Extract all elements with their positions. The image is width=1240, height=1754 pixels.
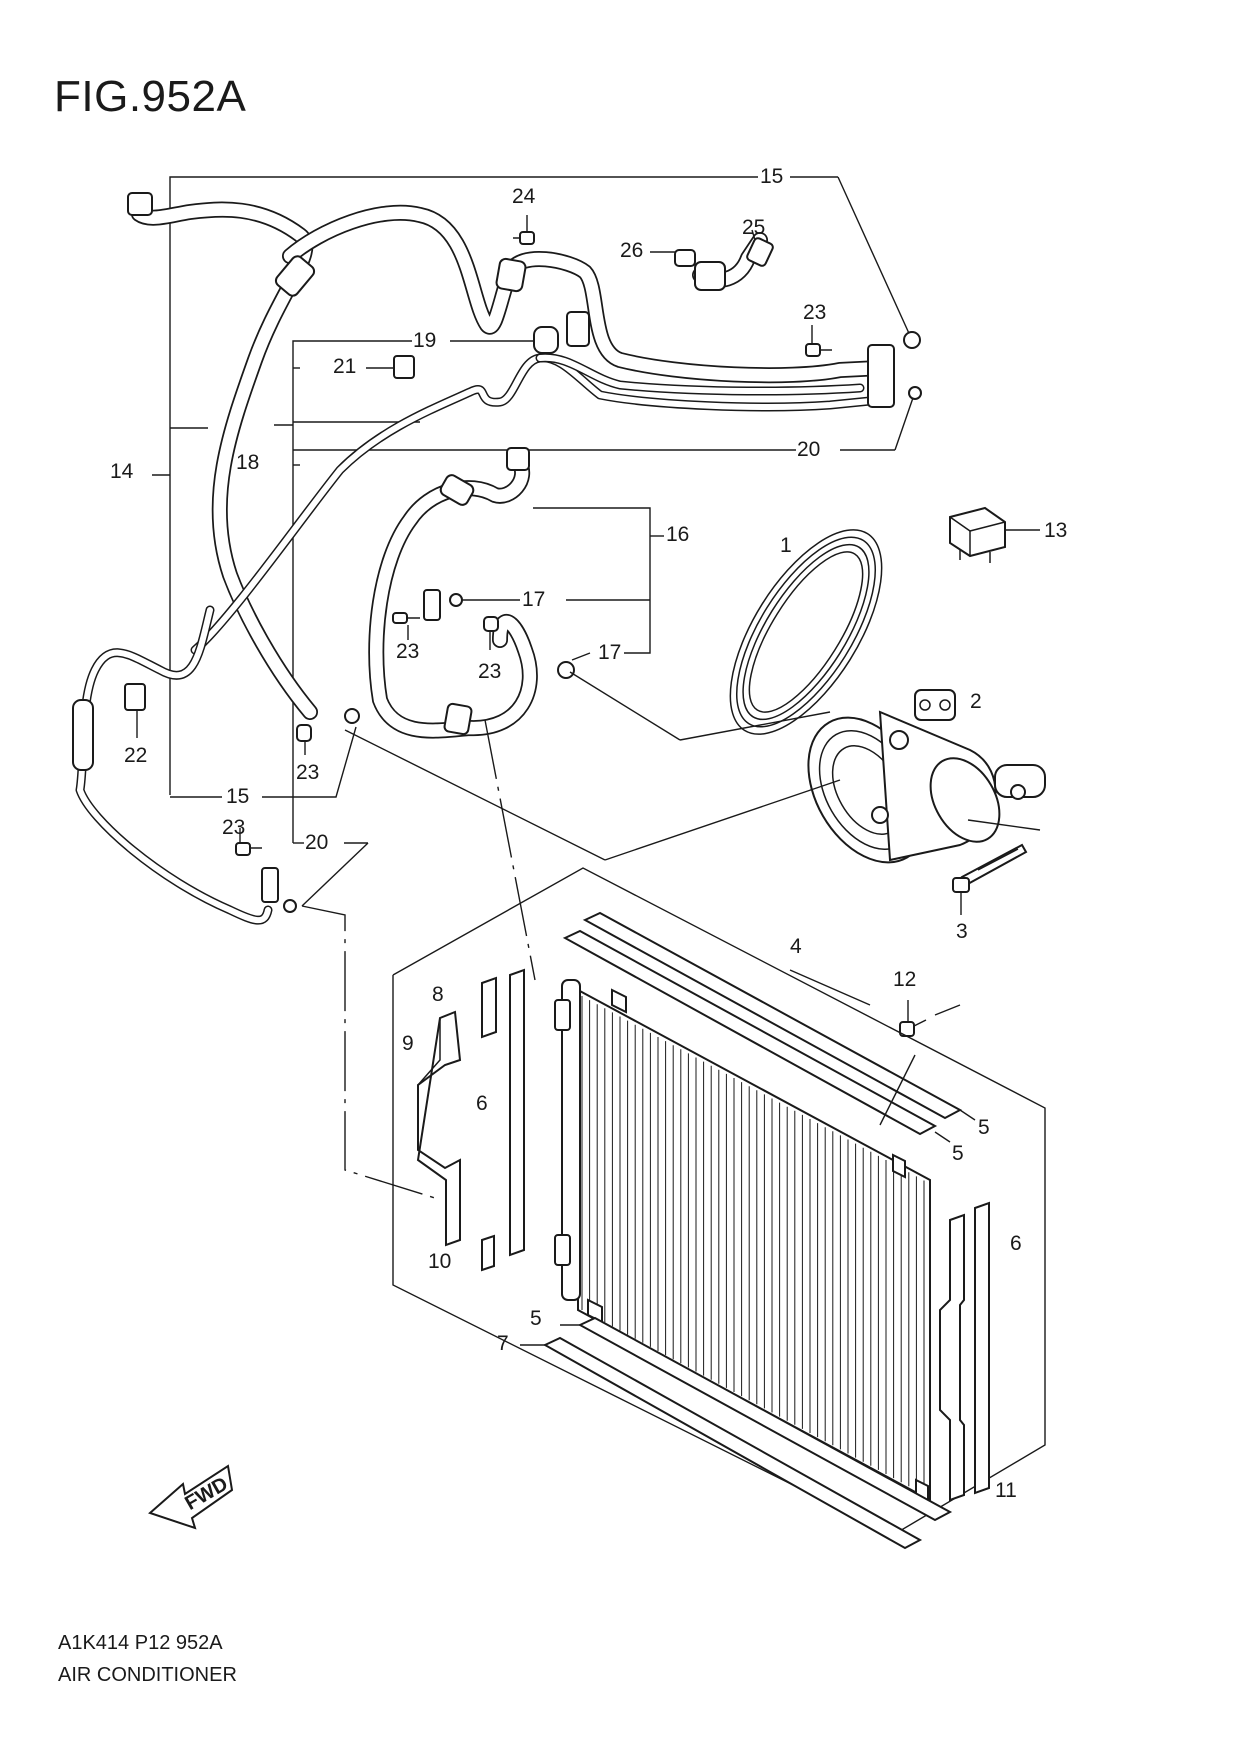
callout-c22: 22 — [124, 744, 147, 767]
callout-c20a: 20 — [797, 438, 820, 461]
callout-c7: 7 — [497, 1332, 509, 1355]
callout-c8: 8 — [432, 983, 444, 1006]
callout-c20b: 20 — [305, 831, 328, 854]
figure-title: FIG.952A — [54, 72, 247, 121]
suction-hose-14 — [127, 192, 318, 720]
callout-c5c: 5 — [530, 1307, 542, 1330]
callout-c3: 3 — [956, 920, 968, 943]
leader-brackets — [152, 176, 916, 907]
side-strips — [416, 968, 990, 1502]
forward-direction-arrow: FWD — [148, 1464, 234, 1530]
assembly-centerlines — [301, 671, 841, 1199]
callout-c6b: 6 — [1010, 1232, 1022, 1255]
condenser-4 — [554, 979, 931, 1504]
callout-c23a: 23 — [803, 301, 826, 324]
seal-strips — [520, 911, 976, 1550]
callout-c21: 21 — [333, 355, 356, 378]
callout-c4: 4 — [790, 935, 802, 958]
callout-c26: 26 — [620, 239, 643, 262]
relay-13 — [949, 506, 1040, 563]
drive-belt-1 — [729, 529, 883, 735]
callout-labels: 1234555667891011121314151516171718192020… — [110, 165, 1067, 1502]
callout-c17a: 17 — [522, 588, 545, 611]
callout-c15b: 15 — [226, 785, 249, 808]
callout-c1: 1 — [780, 534, 792, 557]
callout-c23d: 23 — [396, 640, 419, 663]
callout-c15a: 15 — [760, 165, 783, 188]
callout-c13: 13 — [1044, 519, 1067, 542]
bolt-3 — [952, 819, 1041, 915]
condenser-assembly-outline — [392, 867, 1046, 1536]
callout-c10: 10 — [428, 1250, 451, 1273]
callout-c16: 16 — [666, 523, 689, 546]
callout-c23b: 23 — [296, 761, 319, 784]
liquid-pipe-18 — [190, 331, 922, 655]
callout-c24: 24 — [512, 185, 536, 208]
callout-c23e: 23 — [478, 660, 501, 683]
callout-c5a: 5 — [978, 1116, 990, 1139]
discharge-hose-upper — [274, 204, 888, 384]
hose-16 — [368, 447, 575, 739]
callout-c14: 14 — [110, 460, 134, 483]
fasteners — [124, 215, 961, 1037]
callout-c17b: 17 — [598, 641, 621, 664]
liquid-pipe-long — [72, 605, 279, 925]
callout-c11: 11 — [995, 1479, 1017, 1502]
callout-c18: 18 — [236, 451, 259, 474]
callout-c6a: 6 — [476, 1092, 488, 1115]
callout-c25: 25 — [742, 216, 765, 239]
callout-c5b: 5 — [952, 1142, 964, 1165]
callout-c23c: 23 — [222, 816, 245, 839]
callout-c2: 2 — [970, 690, 982, 713]
compressor-2 — [807, 689, 1046, 864]
callout-c9: 9 — [402, 1032, 414, 1055]
figure-code: A1K414 P12 952A — [58, 1632, 223, 1654]
figure-name: AIR CONDITIONER — [58, 1664, 237, 1686]
callout-c12: 12 — [893, 968, 916, 991]
callout-c19: 19 — [413, 329, 436, 352]
